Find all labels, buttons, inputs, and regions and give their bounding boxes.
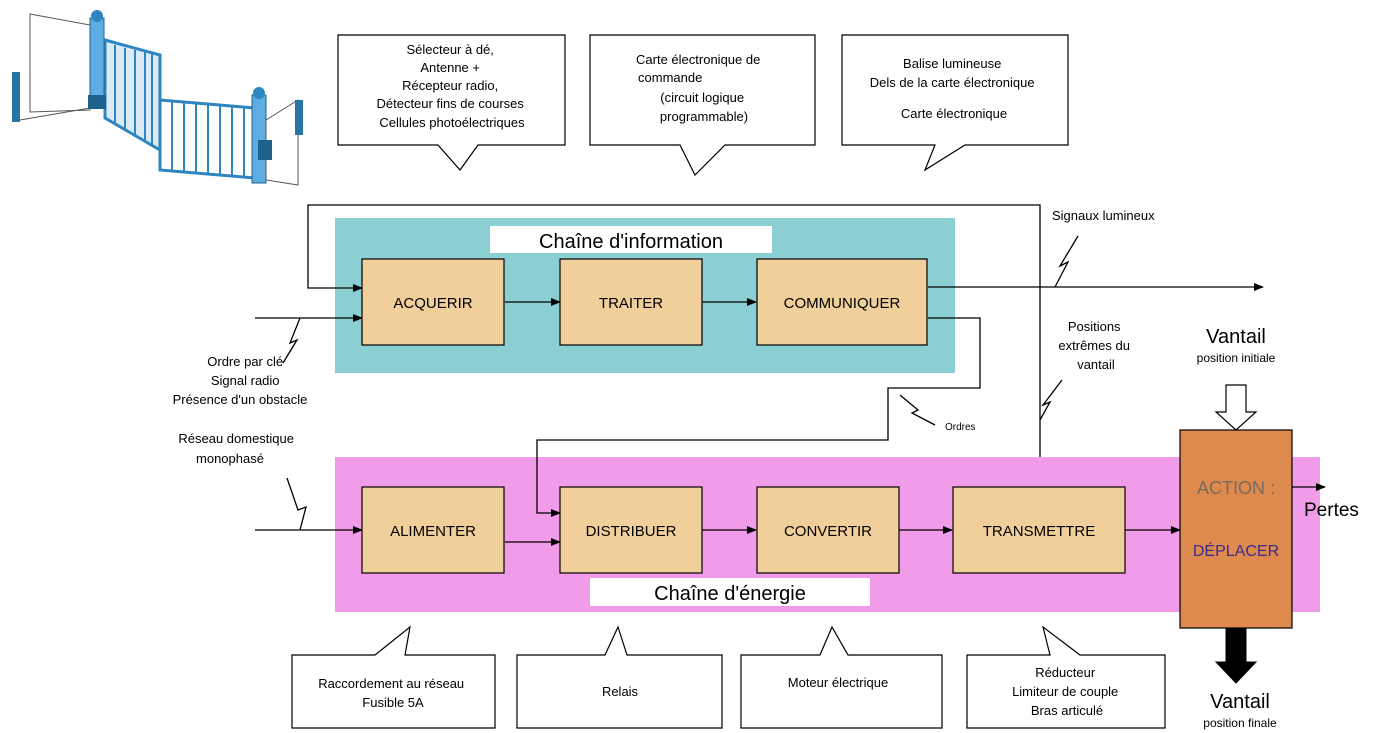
callout-alimenter: Raccordement au réseau Fusible 5A bbox=[291, 625, 496, 729]
callout-convertir: Moteur électrique bbox=[740, 625, 943, 729]
svg-text:Moteur électrique: Moteur électrique bbox=[788, 675, 888, 690]
block-alimenter: ALIMENTER bbox=[361, 486, 505, 574]
ordres-line bbox=[536, 317, 981, 517]
label-signaux-lumineux: Signaux lumineux bbox=[1052, 208, 1155, 223]
svg-text:TRAITER: TRAITER bbox=[599, 295, 663, 312]
callout-transmettre: Réducteur Limiteur de couple Bras articu… bbox=[966, 625, 1166, 729]
block-distribuer: DISTRIBUER bbox=[559, 486, 703, 574]
vantail-top-sub: position initiale bbox=[1197, 351, 1276, 365]
zigzag-ordres bbox=[899, 394, 936, 426]
svg-text:Carte électronique de co: Carte électronique de commande (circuit … bbox=[636, 52, 764, 124]
label-reseau: Réseau domestique monophasé bbox=[178, 431, 297, 466]
svg-text:Réducteur Limiteur de co: Réducteur Limiteur de couple Bras articu… bbox=[1012, 665, 1122, 718]
block-convertir: CONVERTIR bbox=[756, 486, 900, 574]
svg-text:DÉPLACER: DÉPLACER bbox=[1193, 541, 1279, 560]
zigzag-inputs bbox=[282, 317, 301, 364]
block-communiquer: COMMUNIQUER bbox=[756, 258, 928, 346]
zigzag-positions bbox=[1039, 379, 1063, 421]
svg-text:DISTRIBUER: DISTRIBUER bbox=[586, 523, 677, 540]
svg-text:Relais: Relais bbox=[602, 684, 639, 699]
block-traiter: TRAITER bbox=[559, 258, 703, 346]
label-ordres: Ordres bbox=[945, 422, 976, 433]
svg-text:ACQUERIR: ACQUERIR bbox=[393, 295, 472, 312]
label-positions: Positions extrêmes du vantail bbox=[1058, 319, 1133, 372]
vantail-final-arrow bbox=[1214, 627, 1258, 684]
label-inputs: Ordre par clé Signal radio Présence d'un… bbox=[173, 354, 308, 407]
callout-distribuer: Relais bbox=[516, 625, 723, 729]
vantail-bottom-title: Vantail bbox=[1210, 691, 1270, 713]
sliding-gate-illustration bbox=[12, 10, 303, 186]
zigzag-signaux bbox=[1054, 235, 1079, 288]
label-pertes: Pertes bbox=[1304, 500, 1359, 521]
svg-text:Raccordement au réseau F: Raccordement au réseau Fusible 5A bbox=[318, 676, 468, 710]
zigzag-reseau bbox=[286, 477, 307, 531]
callout-sensors: Sélecteur à dé, Antenne + Récepteur radi… bbox=[337, 34, 566, 171]
svg-text:TRANSMETTRE: TRANSMETTRE bbox=[983, 523, 1096, 540]
callout-controller: Carte électronique de commande (circuit … bbox=[589, 34, 816, 177]
block-acquerir: ACQUERIR bbox=[361, 258, 505, 346]
svg-text:COMMUNIQUER: COMMUNIQUER bbox=[784, 295, 901, 312]
svg-text:ACTION :: ACTION : bbox=[1197, 478, 1275, 498]
feedback-line bbox=[307, 204, 1041, 457]
energy-chain-title: Chaîne d'énergie bbox=[654, 583, 806, 605]
vantail-top-title: Vantail bbox=[1206, 326, 1266, 348]
block-transmettre: TRANSMETTRE bbox=[952, 486, 1126, 574]
info-chain-title: Chaîne d'information bbox=[539, 231, 723, 253]
vantail-bottom-sub: position finale bbox=[1203, 716, 1277, 730]
svg-text:Balise lumineuse Dels de: Balise lumineuse Dels de la carte électr… bbox=[870, 56, 1038, 121]
energy-chain-title-box bbox=[590, 578, 870, 606]
block-action: ACTION : DÉPLACER bbox=[1179, 429, 1293, 629]
svg-text:CONVERTIR: CONVERTIR bbox=[784, 523, 872, 540]
vantail-initial-arrow bbox=[1214, 384, 1258, 431]
info-chain-title-box bbox=[490, 226, 772, 253]
svg-text:Sélecteur à dé, Antenne: Sélecteur à dé, Antenne + Récepteur radi… bbox=[376, 42, 527, 130]
svg-text:ALIMENTER: ALIMENTER bbox=[390, 523, 476, 540]
callout-outputs: Balise lumineuse Dels de la carte électr… bbox=[841, 34, 1069, 172]
